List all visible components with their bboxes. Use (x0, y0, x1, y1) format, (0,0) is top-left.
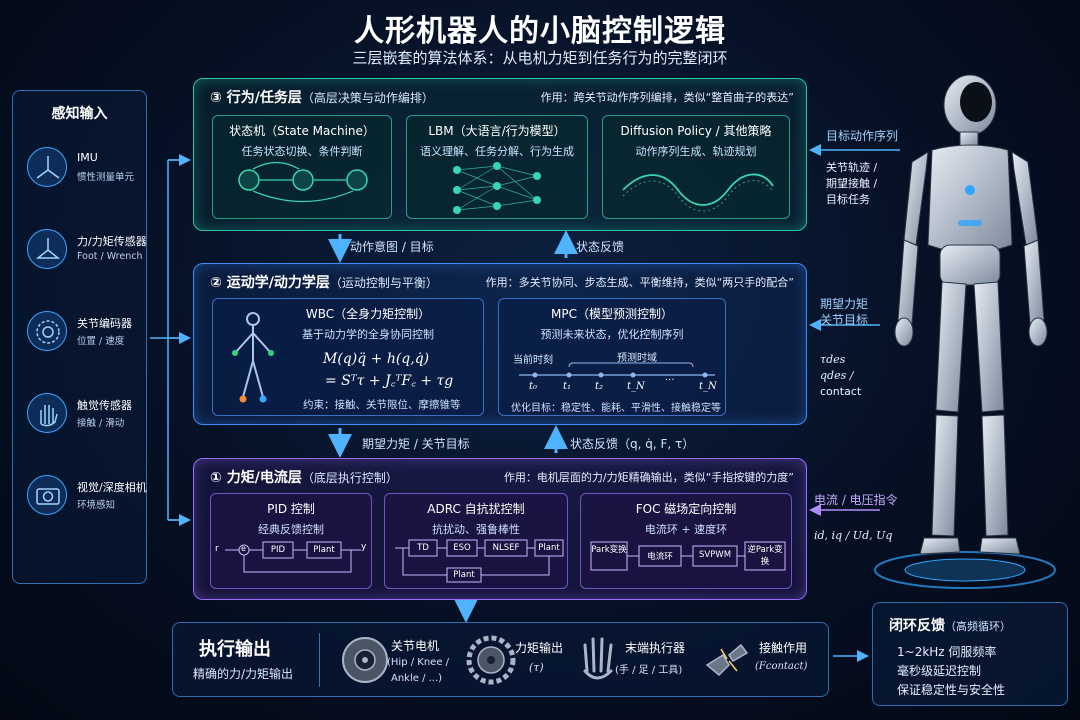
layer3-role: 作用：跨关节动作序列编排，类似“整首曲子的表达” (540, 91, 794, 104)
page-subtitle: 三层嵌套的算法体系：从电机力矩到任务行为的完整闭环 (352, 49, 728, 67)
layer2-role: 作用：多关节协同、步态生成、平衡维持，类似“两只手的配合” (485, 276, 794, 289)
motor-icon (337, 631, 397, 689)
state-machine-diagram (238, 161, 368, 203)
state-feedback-label: 状态反馈 (576, 240, 625, 254)
layer2-subtitle: （运动控制与平衡） (329, 276, 438, 290)
layer3-number: ③ (210, 90, 222, 106)
execution-output-panel: 执行输出 精确的力/力矩输出 关节电机 (Hip / Knee / Ankle … (172, 622, 829, 697)
foc-block-diagram (590, 541, 786, 571)
target-sequence-label: 目标动作序列 (826, 129, 899, 143)
wbc-equation-line1: M(q)q̈ + h(q,q̇) (323, 351, 430, 367)
feedback-subtitle: （高频循环） (945, 620, 1011, 633)
humanoid-robot-illustration (874, 74, 1056, 589)
closed-loop-feedback-panel: 闭环反馈（高频循环） 1~2kHz 伺服频率 毫秒级延迟控制 保证稳定性与安全性 (872, 602, 1068, 706)
sensor-imu: IMU 惯性测量单元 (27, 141, 142, 201)
pid-box: PID 控制 经典反馈控制 r e PID Plant y (210, 493, 372, 589)
mpc-horizon-label: 预测时域 (617, 353, 657, 364)
neural-network-icon (453, 162, 541, 214)
state-feedback-qf-label: 状态反馈（q, q̇, F, τ） (570, 437, 695, 451)
state-machine-box: 状态机（State Machine） 任务状态切换、条件判断 (212, 115, 392, 219)
wbc-constraints: 约束：接触、关节限位、摩擦锥等 (303, 399, 461, 411)
layer-kinematics-dynamics: ② 运动学/动力学层（运动控制与平衡） 作用：多关节协同、步态生成、平衡维持，类… (193, 263, 807, 425)
page-title: 人形机器人的小脑控制逻辑 (354, 14, 726, 49)
mpc-timeline (519, 362, 715, 378)
sensor-camera: 视觉/深度相机 环境感知 (27, 469, 147, 529)
diffusion-policy-box: Diffusion Policy / 其他策略 动作序列生成、轨迹规划 (602, 115, 790, 219)
sensing-title: 感知输入 (51, 106, 108, 122)
encoder-icon (27, 311, 67, 351)
sensor-encoder: 关节编码器 位置 / 速度 (27, 305, 142, 365)
robot-hand-icon (575, 631, 621, 689)
adrc-box: ADRC 自抗扰控制 抗扰动、强鲁棒性 TD ESO NLSEF Plant P… (384, 493, 568, 589)
layer1-title: 力矩/电流层 (226, 470, 302, 486)
humanoid-skeleton-icon (232, 312, 274, 403)
feedback-title: 闭环反馈 (889, 618, 945, 634)
layer3-subtitle: （高层决策与动作编排） (301, 91, 434, 105)
sensor-force: 力/力矩传感器 Foot / Wrench (27, 223, 147, 283)
foc-box: FOC 磁场定向控制 电流环 + 速度环 Park变换 电流环 SVPWM 逆P… (580, 493, 792, 589)
sensor-touch: 触觉传感器 接触 / 滑动 (27, 387, 142, 447)
layer1-number: ① (210, 470, 222, 486)
wbc-box: WBC（全身力矩控制） 基于动力学的全身协同控制 M(q)q̈ + h(q,q̇… (212, 298, 484, 416)
hand-touch-icon (27, 393, 67, 433)
layer2-number: ② (210, 275, 222, 291)
camera-icon (27, 475, 67, 515)
layer1-subtitle: （底层执行控制） (301, 471, 398, 485)
output-title: 执行输出 (199, 639, 271, 660)
mpc-now-label: 当前时刻 (513, 355, 553, 366)
wbc-equation-line2: = Sᵀτ + J꜀ᵀF꜀ + τg (325, 373, 454, 389)
force-sensor-icon (27, 229, 67, 269)
layer-torque-current: ① 力矩/电流层（底层执行控制） 作用：电机层面的力/力矩精确输出，类似“手指按… (193, 458, 807, 600)
sensing-panel: 感知输入 IMU 惯性测量单元 力/力矩传感器 Foot / Wrench 关节… (12, 90, 147, 584)
mpc-box: MPC（模型预测控制） 预测未来状态，优化控制序列 当前时刻 预测时域 t₀ t… (498, 298, 726, 416)
adrc-block-diagram (395, 539, 564, 583)
layer1-role: 作用：电机层面的力/力矩精确输出，类似“手指按键的力度” (503, 471, 794, 484)
layer-behavior-task: ③ 行为/任务层（高层决策与动作编排） 作用：跨关节动作序列编排，类似“整首曲子… (193, 78, 807, 231)
layer2-title: 运动学/动力学层 (226, 275, 330, 291)
contact-icon (699, 631, 755, 689)
gear-icon (463, 631, 519, 689)
imu-icon (27, 147, 67, 187)
layer3-title: 行为/任务层 (226, 90, 302, 106)
intent-target-label: 动作意图 / 目标 (350, 240, 434, 254)
pid-block-diagram (225, 541, 361, 573)
current-voltage-label: 电流 / 电压指令 (814, 493, 898, 507)
torque-target-label: 期望力矩 / 关节目标 (362, 437, 470, 451)
lbm-box: LBM（大语言/行为模型） 语义理解、任务分解、行为生成 (406, 115, 588, 219)
output-desc: 精确的力/力矩输出 (193, 667, 294, 681)
mpc-goal: 优化目标：稳定性、能耗、平滑性、接触稳定等 (511, 403, 721, 414)
trajectory-wave-icon (622, 173, 774, 212)
